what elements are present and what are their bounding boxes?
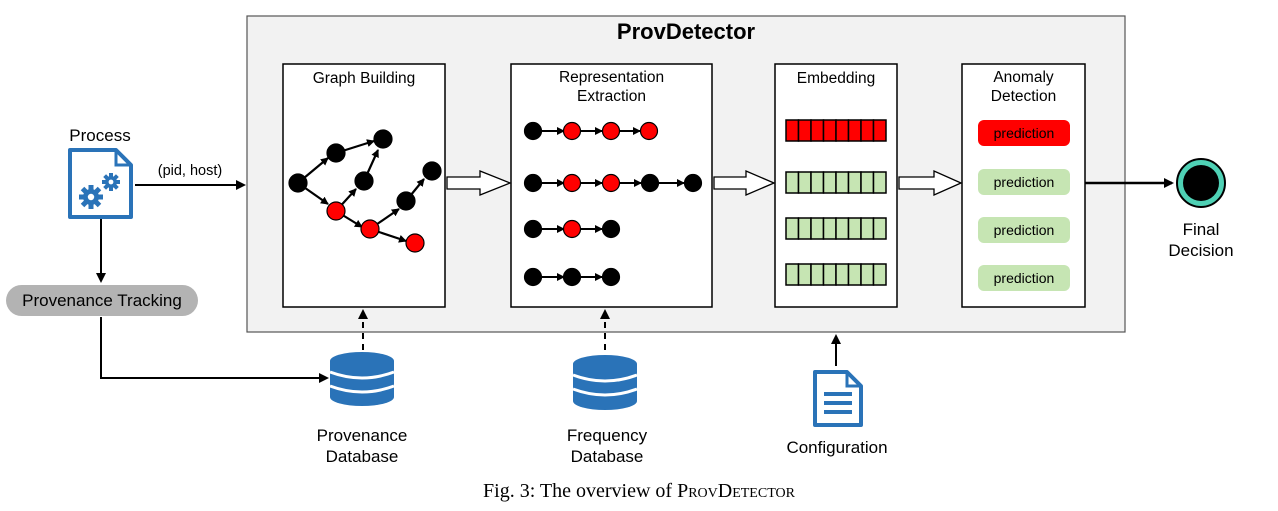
graph-node	[422, 161, 442, 181]
embedding-cell	[810, 171, 825, 194]
embedding-cell	[872, 263, 887, 286]
frequency-database-label: Frequency Database	[566, 426, 648, 466]
path-node	[601, 267, 621, 287]
prediction-badge: prediction	[978, 169, 1070, 195]
graph-node	[354, 171, 374, 191]
path-node	[523, 121, 543, 141]
graph-node-anomalous	[360, 219, 380, 239]
embedding-cell	[822, 217, 837, 240]
embedding-cell	[847, 119, 862, 142]
block-arrow-2	[713, 170, 776, 196]
process-label: Process	[69, 126, 131, 145]
graph-node	[396, 191, 416, 211]
path-node-anomalous	[562, 121, 582, 141]
embedding-cell	[822, 171, 837, 194]
graph-node	[288, 173, 308, 193]
path-node	[523, 219, 543, 239]
embedding-cell	[835, 263, 850, 286]
stage-title-anomaly-detection: Anomaly Detection	[990, 69, 1057, 105]
embedding-cell	[797, 217, 812, 240]
embedding-vector	[785, 171, 887, 194]
path-node-anomalous	[639, 121, 659, 141]
path-node-anomalous	[601, 173, 621, 193]
graph-node	[326, 143, 346, 163]
final-decision-node	[1176, 158, 1226, 208]
embedding-cell	[785, 217, 800, 240]
provenance-tracking-node: Provenance Tracking	[6, 285, 198, 316]
embedding-cell	[860, 119, 875, 142]
embedding-vectors	[785, 119, 887, 286]
stage-title-representation-extraction: Representation Extraction	[558, 69, 665, 105]
embedding-cell	[835, 217, 850, 240]
diagram-title: ProvDetector	[616, 19, 756, 44]
embedding-cell	[872, 171, 887, 194]
path-node	[683, 173, 703, 193]
provenance-graph-nodes	[288, 129, 442, 253]
embedding-cell	[810, 263, 825, 286]
configuration-label: Configuration	[786, 438, 888, 457]
frequency-database-icon	[572, 355, 638, 410]
configuration-document-icon	[813, 370, 863, 427]
final-decision-label: Final Decision	[1168, 220, 1234, 260]
prediction-badge: prediction	[978, 265, 1070, 291]
embedding-cell	[797, 171, 812, 194]
embedding-cell	[822, 119, 837, 142]
embedding-cell	[797, 119, 812, 142]
caption-name: ProvDetector	[677, 480, 795, 502]
provenance-database-label: Provenance Database	[316, 426, 408, 466]
embedding-cell	[785, 263, 800, 286]
path-node	[640, 173, 660, 193]
graph-node	[373, 129, 393, 149]
path-node	[523, 173, 543, 193]
embedding-cell	[847, 263, 862, 286]
block-arrow-1	[446, 170, 512, 196]
path-node-anomalous	[562, 173, 582, 193]
edge-label-pid-host: (pid, host)	[157, 163, 223, 179]
embedding-vector	[785, 263, 887, 286]
graph-node-anomalous	[326, 201, 346, 221]
path-node	[562, 267, 582, 287]
stage-title-graph-building: Graph Building	[312, 70, 416, 87]
provenance-database-icon	[329, 352, 395, 406]
graph-node-anomalous	[405, 233, 425, 253]
embedding-cell	[847, 217, 862, 240]
caption-prefix: Fig. 3: The overview of	[483, 480, 678, 502]
embedding-cell	[835, 171, 850, 194]
embedding-cell	[810, 119, 825, 142]
embedding-cell	[810, 217, 825, 240]
tracking-to-database-arrow	[100, 317, 329, 383]
embedding-cell	[860, 263, 875, 286]
figure-caption: Fig. 3: The overview of ProvDetector	[0, 480, 1278, 503]
path-node-anomalous	[601, 121, 621, 141]
path-node	[523, 267, 543, 287]
embedding-cell	[847, 171, 862, 194]
embedding-vector	[785, 217, 887, 240]
path-node	[601, 219, 621, 239]
embedding-cell	[797, 263, 812, 286]
embedding-cell	[872, 119, 887, 142]
stage-title-embedding: Embedding	[796, 70, 876, 87]
embedding-cell	[860, 171, 875, 194]
embedding-cell	[785, 119, 800, 142]
embedding-cell	[872, 217, 887, 240]
representation-path-nodes	[523, 121, 703, 287]
embedding-cell	[785, 171, 800, 194]
embedding-cell	[860, 217, 875, 240]
prediction-badge: prediction	[978, 217, 1070, 243]
path-node-anomalous	[562, 219, 582, 239]
embedding-cell	[822, 263, 837, 286]
process-gears-icon	[68, 148, 133, 219]
embedding-vector	[785, 119, 887, 142]
embedding-cell	[835, 119, 850, 142]
block-arrow-3	[898, 169, 963, 197]
prediction-badge: prediction	[978, 120, 1070, 146]
